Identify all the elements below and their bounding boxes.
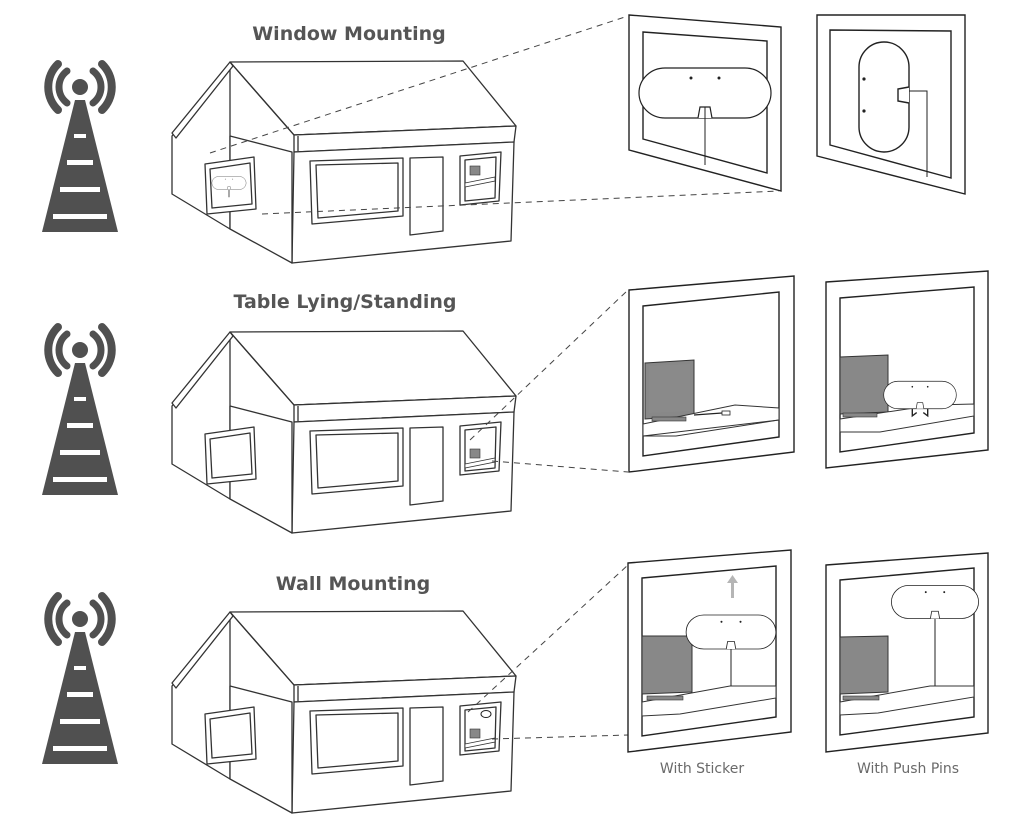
section-wall-mounting bbox=[42, 549, 989, 814]
broadcast-tower-icon bbox=[42, 327, 118, 495]
antenna-detail-panel bbox=[825, 552, 989, 753]
house-illustration bbox=[171, 330, 517, 534]
antenna-detail-panel bbox=[628, 275, 795, 473]
section-title-window-mounting: Window Mounting bbox=[252, 23, 446, 45]
antenna-detail-panel bbox=[627, 549, 792, 753]
section-title-table-lying-standing: Table Lying/Standing bbox=[233, 291, 457, 313]
house-illustration bbox=[171, 610, 517, 814]
arrow-up-icon bbox=[727, 575, 738, 598]
section-window-mounting bbox=[42, 14, 966, 264]
antenna-detail-panel bbox=[628, 14, 782, 192]
broadcast-tower-icon bbox=[42, 596, 118, 764]
section-table-lying-standing bbox=[42, 270, 989, 534]
caption-with-push-pins: With Push Pins bbox=[856, 761, 960, 777]
caption-with-sticker: With Sticker bbox=[659, 761, 745, 777]
broadcast-tower-icon bbox=[42, 64, 118, 232]
house-illustration bbox=[171, 60, 517, 264]
antenna-detail-panel bbox=[816, 14, 966, 195]
section-title-wall-mounting: Wall Mounting bbox=[275, 573, 431, 595]
antenna-detail-panel bbox=[825, 270, 989, 469]
